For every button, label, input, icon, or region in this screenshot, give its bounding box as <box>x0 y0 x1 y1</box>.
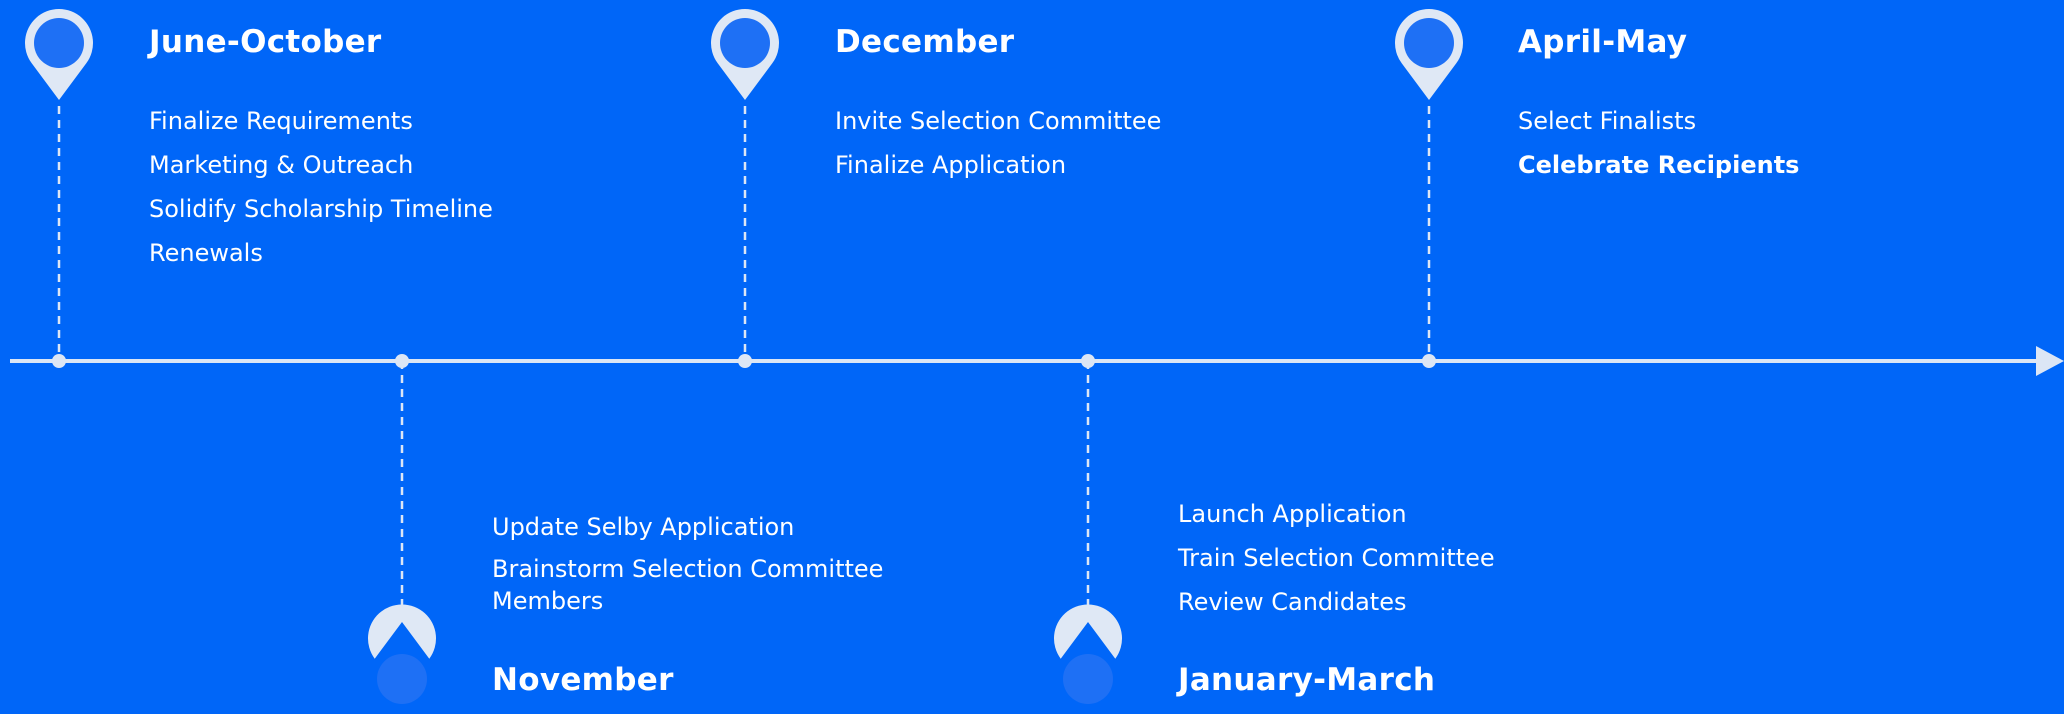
task-item: Launch Application <box>1178 500 1407 528</box>
task-item: Finalize Application <box>835 151 1067 179</box>
task-item: Train Selection Committee <box>1178 544 1495 572</box>
task-item: Invite Selection Committee <box>835 107 1162 135</box>
milestone-tasks-june-october: Finalize Requirements Marketing & Outrea… <box>149 99 493 275</box>
task-item: Update Selby Application <box>492 513 795 541</box>
milestone-tasks-april-may: Select Finalists Celebrate Recipients <box>1518 99 1799 187</box>
task-item: Brainstorm Selection Committee Members <box>492 555 884 615</box>
milestone-title-january-march: January-March <box>1178 662 1436 698</box>
task-item: Solidify Scholarship Timeline <box>149 195 493 223</box>
task-item: Finalize Requirements <box>149 107 413 135</box>
milestone-title-november: November <box>492 662 674 698</box>
milestone-title-april-may: April-May <box>1518 24 1688 60</box>
milestone-tasks-december: Invite Selection Committee Finalize Appl… <box>835 99 1161 187</box>
axis-dot-april-may <box>1422 354 1436 368</box>
axis-dot-june-october <box>52 354 66 368</box>
pin-center <box>1404 18 1454 68</box>
milestone-title-december: December <box>835 24 1015 60</box>
task-item: Marketing & Outreach <box>149 151 414 179</box>
axis-dot-december <box>738 354 752 368</box>
milestone-tasks-november: Update Selby Application Brainstorm Sele… <box>492 505 942 625</box>
pin-center <box>34 18 84 68</box>
timeline-arrowhead <box>2036 346 2064 376</box>
task-item: Renewals <box>149 239 263 267</box>
axis-dot-november <box>395 354 409 368</box>
task-item: Celebrate Recipients <box>1518 151 1800 179</box>
axis-dot-january-march <box>1081 354 1095 368</box>
location-pin-icon <box>1054 604 1122 659</box>
milestone-title-june-october: June-October <box>149 24 382 60</box>
pin-center <box>377 654 427 704</box>
pin-center <box>720 18 770 68</box>
pin-center <box>1063 654 1113 704</box>
task-item: Review Candidates <box>1178 588 1407 616</box>
milestone-tasks-january-march: Launch Application Train Selection Commi… <box>1178 492 1495 624</box>
location-pin-icon <box>368 604 436 659</box>
task-item: Select Finalists <box>1518 107 1697 135</box>
